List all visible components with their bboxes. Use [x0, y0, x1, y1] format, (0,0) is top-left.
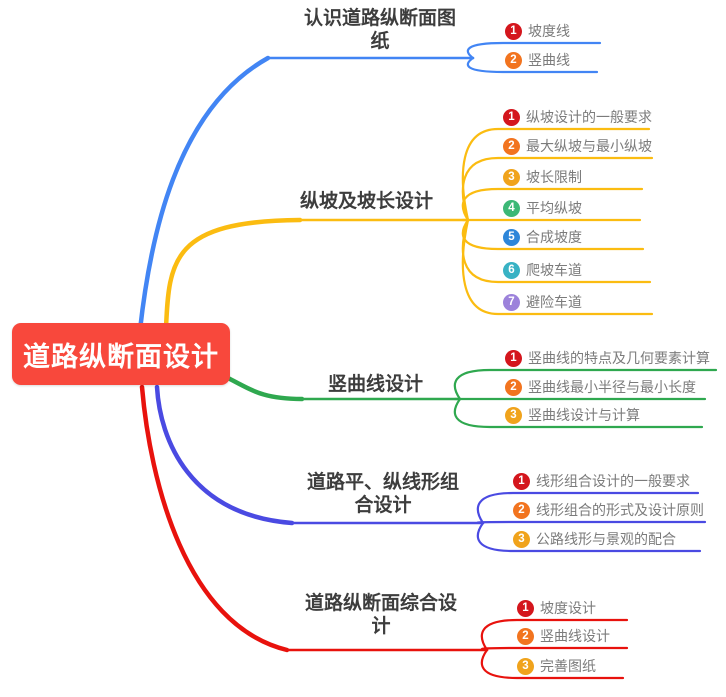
- child-topic-label: 线形组合设计的一般要求: [536, 473, 690, 489]
- child-connector-line: [466, 41, 602, 60]
- child-topic-label: 竖曲线设计与计算: [528, 407, 640, 423]
- branch-topic[interactable]: 纵坡及坡长设计: [300, 191, 434, 212]
- numbered-badge-icon: 1: [505, 349, 522, 367]
- child-connector-line: [480, 646, 629, 652]
- numbered-badge-icon: 2: [503, 137, 520, 155]
- child-topic-label: 竖曲线: [528, 52, 570, 68]
- child-topic-label: 平均纵坡: [526, 200, 582, 216]
- child-connector-line: [453, 368, 718, 401]
- child-topic-label: 完善图纸: [540, 658, 596, 674]
- child-topic-label: 线形组合的形式及设计原则: [536, 502, 704, 518]
- child-topic-label: 公路线形与景观的配合: [536, 531, 676, 547]
- branch-curve: [163, 217, 303, 331]
- child-topic-label: 最大纵坡与最小纵坡: [526, 138, 652, 154]
- child-connector-line: [461, 187, 644, 222]
- child-topic[interactable]: 3 坡长限制: [503, 168, 582, 186]
- child-topic[interactable]: 2 线形组合的形式及设计原则: [513, 501, 704, 519]
- child-topic-label: 竖曲线的特点及几何要素计算: [528, 350, 710, 366]
- numbered-badge-icon: 3: [517, 657, 534, 675]
- child-topic[interactable]: 2 竖曲线设计: [517, 627, 610, 645]
- numbered-badge-icon: 1: [503, 108, 520, 126]
- child-topic[interactable]: 6 爬坡车道: [503, 261, 582, 279]
- numbered-badge-icon: 3: [513, 530, 530, 548]
- numbered-badge-icon: 6: [503, 261, 520, 279]
- child-topic-label: 纵坡设计的一般要求: [526, 109, 652, 125]
- numbered-badge-icon: 3: [505, 406, 522, 424]
- child-connector-line: [461, 218, 645, 251]
- child-topic[interactable]: 4 平均纵坡: [503, 199, 582, 217]
- child-connector-line: [476, 491, 700, 525]
- child-connector-line: [453, 397, 704, 429]
- branch-topic[interactable]: 竖曲线设计: [328, 374, 424, 395]
- numbered-badge-icon: 1: [505, 22, 522, 40]
- numbered-badge-icon: 3: [503, 168, 520, 186]
- child-topic[interactable]: 3 竖曲线设计与计算: [505, 406, 640, 424]
- child-connector-line: [480, 618, 629, 652]
- child-topic[interactable]: 3 公路线形与景观的配合: [513, 530, 676, 548]
- child-topic-label: 坡度设计: [540, 600, 596, 616]
- child-topic[interactable]: 1 竖曲线的特点及几何要素计算: [505, 349, 710, 367]
- child-connector-line: [466, 56, 599, 74]
- numbered-badge-icon: 1: [517, 599, 534, 617]
- child-topic-label: 坡长限制: [526, 169, 582, 185]
- numbered-badge-icon: 4: [503, 199, 520, 217]
- branch-curve: [223, 374, 305, 402]
- branch-topic[interactable]: 道路纵断面综合设计: [304, 593, 457, 637]
- child-topic-label: 合成坡度: [526, 229, 582, 245]
- child-topic[interactable]: 7 避险车道: [503, 293, 582, 311]
- branch-curve: [137, 55, 271, 333]
- child-topic-label: 竖曲线最小半径与最小长度: [528, 379, 696, 395]
- branch-topic[interactable]: 认识道路纵断面图纸: [303, 8, 456, 52]
- numbered-badge-icon: 2: [505, 51, 522, 69]
- branch-curve: [154, 384, 295, 526]
- root-topic[interactable]: 道路纵断面设计: [12, 323, 230, 385]
- child-topic[interactable]: 2 竖曲线: [505, 51, 570, 69]
- child-topic-label: 避险车道: [526, 294, 582, 310]
- child-topic[interactable]: 1 坡度设计: [517, 599, 596, 617]
- numbered-badge-icon: 2: [513, 501, 530, 519]
- numbered-badge-icon: 5: [503, 228, 520, 246]
- root-topic-label: 道路纵断面设计: [23, 341, 219, 372]
- child-connector-line: [461, 127, 651, 222]
- branch-topic[interactable]: 道路平、纵线形组合设计: [307, 472, 460, 516]
- child-connector-line: [476, 521, 702, 553]
- child-topic[interactable]: 3 完善图纸: [517, 657, 596, 675]
- child-connector-line: [461, 218, 654, 316]
- child-topic-label: 竖曲线设计: [540, 628, 610, 644]
- child-topic-label: 爬坡车道: [526, 262, 582, 278]
- branch-curve: [139, 384, 290, 653]
- child-topic[interactable]: 5 合成坡度: [503, 228, 582, 246]
- child-connector-line: [461, 156, 654, 222]
- child-topic[interactable]: 2 竖曲线最小半径与最小长度: [505, 378, 696, 396]
- child-topic[interactable]: 1 坡度线: [505, 22, 570, 40]
- child-topic[interactable]: 1 纵坡设计的一般要求: [503, 108, 652, 126]
- child-topic-label: 坡度线: [528, 23, 570, 39]
- child-connector-line: [476, 520, 707, 525]
- child-topic[interactable]: 2 最大纵坡与最小纵坡: [503, 137, 652, 155]
- numbered-badge-icon: 2: [517, 627, 534, 645]
- child-connector-line: [480, 648, 625, 680]
- child-topic[interactable]: 1 线形组合设计的一般要求: [513, 472, 690, 490]
- numbered-badge-icon: 7: [503, 293, 520, 311]
- numbered-badge-icon: 1: [513, 472, 530, 490]
- numbered-badge-icon: 2: [505, 378, 522, 396]
